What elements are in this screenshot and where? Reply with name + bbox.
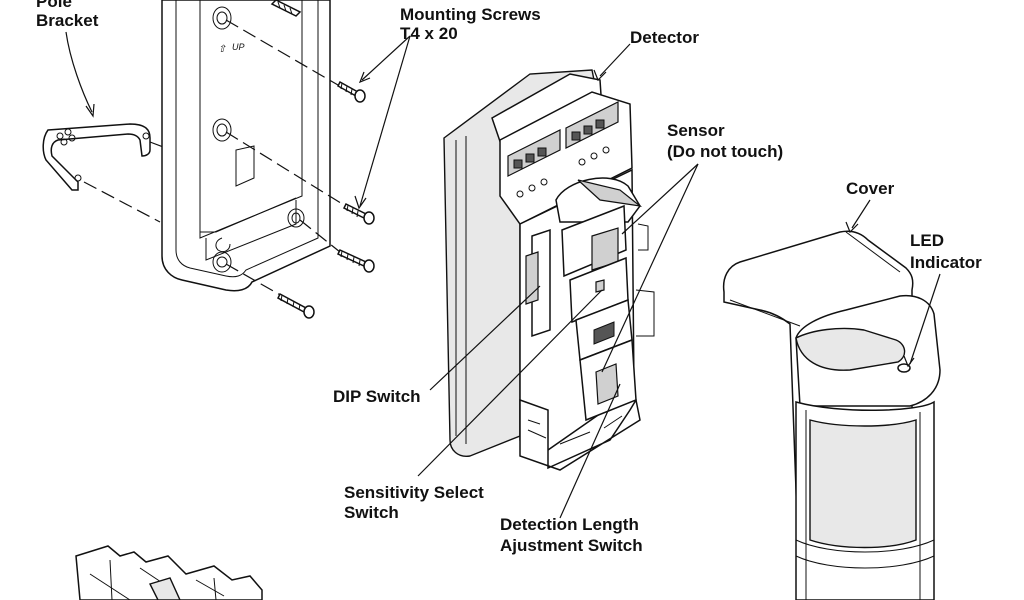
screw-dash-3 (299, 219, 341, 253)
detector-leader (599, 43, 631, 77)
cover-leader (851, 199, 871, 229)
screw-dash-2 (225, 131, 353, 211)
led-indicator-label-line1: LED (910, 231, 944, 250)
screws-leader-2 (359, 35, 411, 207)
detector-label: Detector (630, 28, 699, 47)
sensitivity-switch-label-line2: Switch (344, 503, 399, 522)
sensitivity-leader (417, 289, 603, 477)
sensor-leader-2 (601, 163, 699, 373)
detection-leader (559, 383, 621, 519)
sensor-label-line1: Sensor (667, 121, 725, 140)
bracket-dash-upper (149, 141, 167, 149)
cover-label: Cover (846, 179, 895, 198)
pole-bracket-arrow (85, 103, 95, 118)
mounting-screws-label-line2: T4 x 20 (400, 24, 458, 43)
up-mark: UP (232, 42, 245, 52)
screw-2 (342, 202, 375, 225)
led-arrow (903, 355, 915, 368)
screw-top (270, 0, 302, 17)
dip-switch-label: DIP Switch (333, 387, 421, 406)
screw-dash-1 (225, 19, 351, 93)
screw-4 (277, 292, 315, 319)
screw-1 (337, 80, 366, 103)
detector-arrow (593, 69, 607, 82)
screws-leader-1 (361, 35, 411, 81)
screws-arrow-2 (354, 195, 367, 210)
back-plate (161, 0, 331, 292)
bracket-dash-lower (83, 181, 161, 223)
sensor-leader-1 (621, 163, 699, 235)
led-leader (909, 273, 941, 365)
screw-3 (336, 249, 375, 273)
led-indicator-label-line2: Indicator (910, 253, 982, 272)
up-arrow-icon: ⇧ (218, 44, 226, 55)
sensitivity-switch-label-line1: Sensitivity Select (344, 483, 484, 502)
detection-length-label-line2: Ajustment Switch (500, 536, 643, 555)
dip-switch-leader (429, 285, 541, 391)
screws-arrow-1 (358, 71, 371, 84)
cover (722, 230, 941, 600)
cover-arrow (845, 221, 859, 234)
pole-bracket-label-line1: Pole (36, 0, 72, 11)
sensor-label-line2: (Do not touch) (667, 142, 784, 161)
pole-bracket-label-line2: Bracket (36, 11, 99, 30)
detector-body (443, 69, 655, 471)
bracket-assembly-partial (75, 545, 263, 600)
screw-dash-4 (225, 263, 283, 297)
pole-bracket (42, 123, 151, 191)
mounting-screws-label-line1: Mounting Screws (400, 5, 541, 24)
pole-bracket-leader (65, 31, 93, 113)
detection-length-label-line1: Detection Length (500, 515, 639, 534)
